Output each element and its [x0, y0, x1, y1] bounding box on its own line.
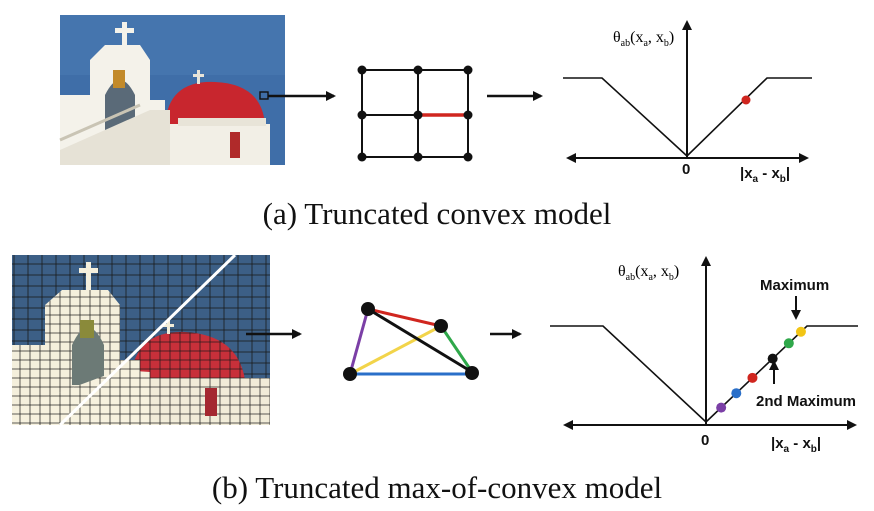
grid-node	[463, 152, 473, 162]
grid-node	[357, 65, 367, 75]
plot-a: 0 |xa - xb| θab(xa, xb)	[563, 20, 812, 185]
graph-node	[465, 366, 479, 380]
plot-b-origin-label: 0	[701, 432, 709, 449]
graph-node	[361, 302, 375, 316]
graph-edge-top	[367, 307, 442, 328]
plot-b-marker	[747, 372, 758, 383]
plot-a-y-label: θab(xa, xb)	[613, 29, 674, 49]
plot-a-origin-label: 0	[682, 161, 690, 178]
grid-node	[413, 152, 423, 162]
graph-node	[434, 319, 448, 333]
plot-b-curve	[550, 325, 858, 424]
plot-b-marker	[795, 326, 806, 337]
plot-a-marker	[741, 95, 751, 105]
maximum-label: Maximum	[760, 277, 829, 294]
graph-node	[343, 367, 357, 381]
church-photo-a	[59, 15, 285, 165]
plot-b-marker	[731, 388, 742, 399]
church-photo-b-superpixels	[12, 255, 270, 425]
grid-node	[357, 110, 367, 120]
caption-b: (b) Truncated max-of-convex model	[211, 470, 663, 505]
plot-a-curve	[563, 77, 812, 158]
grid-node	[413, 110, 423, 120]
plot-b-x-label: |xa - xb|	[771, 435, 821, 455]
grid-node	[463, 110, 473, 120]
grid-nodes	[357, 65, 473, 162]
graph-edge-right	[439, 325, 474, 373]
grid-node	[463, 65, 473, 75]
graph-edge-left	[348, 308, 370, 375]
graph-edge-diag-black	[367, 307, 473, 374]
plot-b: 0 |xa - xb| θab(xa, xb) Maximum 2nd Maxi…	[550, 256, 858, 455]
split-line	[58, 255, 237, 425]
plot-b-marker	[783, 338, 794, 349]
caption-a: (a) Truncated convex model	[262, 196, 612, 231]
second-maximum-label: 2nd Maximum	[756, 393, 856, 410]
panel-a: 0 |xa - xb| θab(xa, xb)	[59, 15, 812, 185]
plot-b-marker	[716, 402, 727, 413]
plot-a-x-label: |xa - xb|	[740, 165, 790, 185]
plot-b-y-label: θab(xa, xb)	[618, 263, 679, 283]
panel-b: 0 |xa - xb| θab(xa, xb) Maximum 2nd Maxi…	[12, 255, 858, 455]
plot-b-marker	[767, 353, 778, 364]
grid-node	[357, 152, 367, 162]
complete-graph-nodes	[343, 302, 479, 381]
complete-graph	[348, 307, 474, 376]
grid-node	[413, 65, 423, 75]
graph-edge-diag-yellow	[349, 324, 442, 376]
